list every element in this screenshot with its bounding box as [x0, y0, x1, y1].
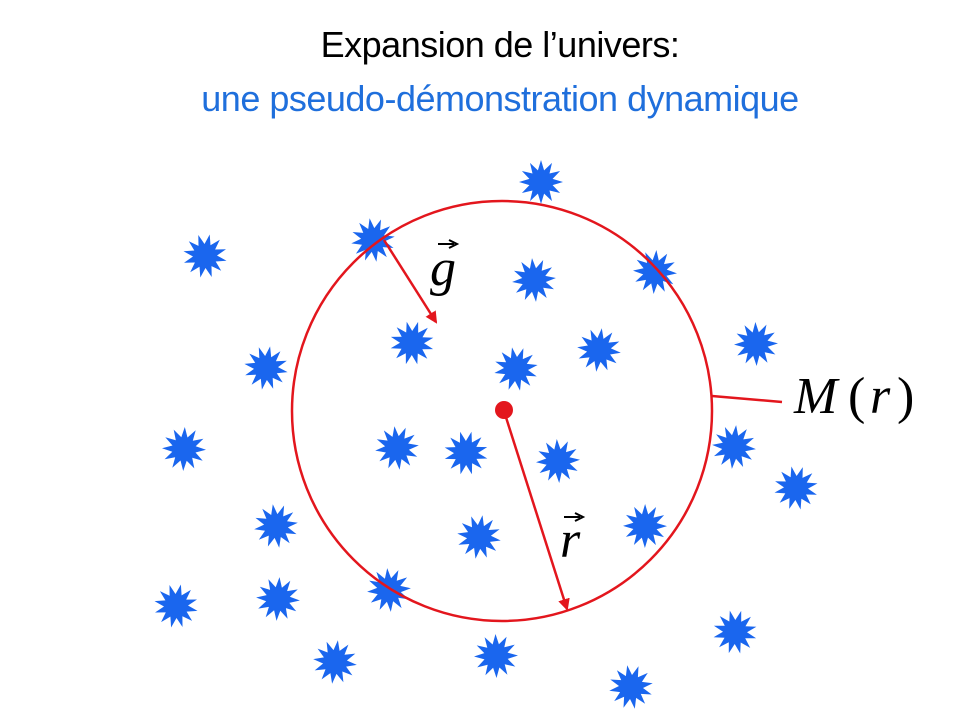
galaxy-starburst-icon [623, 504, 667, 548]
galaxy-starburst-icon [375, 426, 419, 470]
galaxy-starburst-icon [162, 427, 206, 471]
galaxy-starburst-icon [351, 218, 395, 262]
galaxy-starburst-icon [713, 610, 757, 654]
mass-variable: r [870, 368, 891, 425]
galaxy-starburst-icon [577, 328, 621, 372]
mass-leader-line [711, 394, 783, 404]
mass-symbol: M [793, 368, 840, 425]
galaxy-starburst-icon [183, 234, 227, 278]
radius-symbol: r [560, 512, 581, 569]
mass-paren-close: ) [897, 368, 914, 425]
galaxy-starburst-icon [313, 640, 357, 684]
galaxy-starburst-icon [474, 634, 518, 678]
galaxy-starburst-icon [519, 160, 563, 204]
galaxy-starburst-icon [444, 431, 488, 475]
galaxy-starburst-icon [244, 346, 288, 390]
mass-sphere [290, 199, 714, 623]
vector-arrowtip-g [448, 239, 460, 249]
galaxy-starburst-icon [390, 321, 434, 365]
galaxy-field [154, 160, 818, 709]
galaxy-starburst-icon [609, 665, 653, 709]
radius-vector-label: r [560, 512, 586, 569]
radius-arrow [502, 410, 570, 611]
galaxy-starburst-icon [256, 577, 300, 621]
galaxy-starburst-icon [367, 568, 411, 612]
center-dot-icon [495, 401, 513, 419]
galaxy-starburst-icon [536, 439, 580, 483]
galaxy-starburst-icon [712, 425, 756, 469]
mass-label: M ( r ) [793, 368, 914, 425]
galaxy-starburst-icon [254, 504, 298, 548]
gravity-vector-label: g [430, 239, 460, 297]
galaxy-starburst-icon [512, 258, 556, 302]
galaxy-starburst-icon [633, 250, 677, 294]
galaxy-starburst-icon [774, 466, 818, 510]
galaxy-starburst-icon [154, 584, 198, 628]
galaxy-starburst-icon [734, 322, 778, 366]
galaxy-starburst-icon [494, 347, 538, 391]
slide-title: Expansion de l’univers: [320, 24, 680, 65]
gravity-arrow [382, 239, 438, 324]
galaxy-starburst-icon [457, 515, 501, 559]
slide-subtitle: une pseudo-démonstration dynamique [201, 78, 799, 119]
vector-arrowtip-r [574, 512, 586, 522]
mass-paren-open: ( [848, 368, 865, 425]
gravity-symbol: g [430, 240, 456, 297]
